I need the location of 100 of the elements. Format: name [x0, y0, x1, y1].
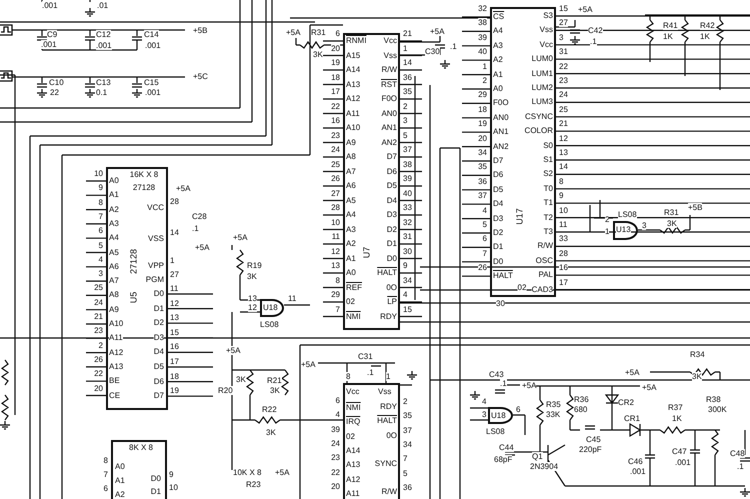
pin-number: 21 — [94, 312, 103, 321]
pin-label: A10 — [109, 319, 124, 328]
pin-number: 12 — [331, 246, 340, 256]
component-label: +5B — [688, 203, 702, 212]
chip-label: 02 — [518, 283, 526, 292]
pin-number: 5 — [482, 220, 487, 229]
pin-number: 39 — [331, 424, 340, 434]
pin-label: D1 — [154, 304, 164, 313]
pin-number: 8 — [104, 456, 108, 465]
chip-label: U7 — [362, 246, 372, 258]
component-label: R41 — [663, 21, 678, 30]
pin-label: A7 — [346, 166, 356, 176]
pin-number: 25 — [559, 104, 568, 114]
pin-number: 40 — [403, 188, 412, 198]
pin-number: 18 — [170, 372, 179, 381]
component-label: .001 — [96, 41, 112, 50]
pin-label: D5 — [386, 181, 397, 190]
pin-number: 34 — [403, 440, 412, 449]
pin-label: A13 — [346, 460, 360, 470]
pin-label: A11 — [346, 108, 360, 118]
component-label: 3K — [266, 428, 276, 437]
pin-label: 0O — [386, 282, 397, 292]
pin-label: D5 — [493, 184, 504, 194]
pin-number: 3 — [642, 221, 646, 230]
component-label: C9 — [47, 30, 58, 39]
pin-number: 31 — [559, 47, 568, 56]
pin-label: A12 — [346, 94, 360, 103]
pin-number: 8 — [336, 276, 340, 284]
pin-label: BE — [109, 376, 120, 386]
component-label: 3K — [270, 386, 280, 395]
pin-label: RST — [381, 80, 397, 88]
pin-label: Vss — [540, 25, 553, 34]
component-label: R35 — [546, 400, 561, 409]
pin-number: 12 — [170, 298, 179, 308]
pin-number: 38 — [478, 18, 487, 28]
pin-number: 19 — [478, 119, 487, 128]
component-label: +5A — [286, 28, 300, 37]
pin-label: COLOR — [524, 126, 553, 136]
pin-label: T1 — [544, 198, 553, 208]
pin-label: A9 — [346, 138, 356, 146]
component-label: CR1 — [624, 414, 640, 423]
pin-label: A2 — [493, 55, 503, 64]
pin-number: 8 — [346, 372, 350, 381]
pin-number: 7 — [403, 454, 408, 464]
pin-number: 13 — [331, 261, 340, 270]
pin-number: 21 — [403, 29, 412, 38]
component-label: R37 — [668, 403, 683, 412]
pin-number: 8 — [559, 176, 564, 186]
pin-number: 5 — [98, 240, 103, 250]
pin-label: A2 — [115, 490, 125, 499]
component-label: .01 — [97, 1, 108, 10]
pin-label: VPP — [148, 261, 164, 270]
pin-number: 14 — [559, 162, 568, 172]
component-label: C43 — [489, 370, 504, 379]
pin-number: 20 — [478, 134, 487, 143]
pin-label: D0 — [154, 289, 164, 298]
pin-label: A12 — [109, 348, 124, 357]
pin-label: A6 — [346, 181, 356, 190]
pin-label: D1 — [386, 239, 397, 248]
pin-number: 5 — [403, 468, 408, 478]
component-label: CR2 — [618, 398, 634, 407]
pin-number: 9 — [98, 183, 103, 192]
pin-number: 11 — [170, 284, 178, 293]
pin-number: 14 — [170, 228, 179, 237]
pin-number: 11 — [332, 232, 340, 241]
pin-label: PAL — [538, 270, 553, 280]
pin-number: 3 — [559, 32, 564, 42]
component-label: C44 — [499, 443, 514, 452]
pin-number: 3 — [403, 116, 408, 125]
pin-number: 7 — [104, 470, 108, 479]
pin-number: 24 — [331, 145, 340, 154]
gate-type-label: LS08 — [618, 210, 637, 219]
component-label: C48 — [730, 449, 745, 458]
pin-number: 14 — [403, 58, 412, 67]
pin-label: LUM0 — [532, 54, 553, 64]
pin-label: D4 — [386, 196, 397, 204]
pin-label: S1 — [543, 155, 553, 164]
pin-number: 2 — [482, 76, 487, 85]
component-label: +5A — [625, 368, 640, 377]
pin-number: 12 — [559, 134, 568, 143]
pin-number: 37 — [403, 426, 412, 435]
pin-number: 6 — [482, 234, 487, 244]
component-label: .1 — [367, 368, 374, 377]
component-label: 220pF — [579, 445, 602, 454]
pin-label: D3 — [493, 214, 504, 223]
pin-number: 11 — [559, 220, 568, 229]
pin-number: 4 — [482, 397, 486, 406]
component-label: .001 — [42, 1, 58, 10]
pin-label: A7 — [109, 276, 119, 286]
pin-label: A0 — [109, 176, 119, 185]
pin-number: 33 — [403, 203, 412, 212]
pin-label: CS — [493, 12, 504, 21]
component-label: 22 — [50, 88, 59, 97]
pin-label: R/W — [381, 65, 397, 74]
pin-number: 24 — [331, 438, 340, 448]
pin-number: 8 — [98, 198, 103, 207]
pin-number: 1 — [386, 372, 390, 381]
pin-number: 11 — [288, 294, 296, 303]
component-label: R19 — [247, 261, 262, 270]
pin-label: F0O — [493, 98, 509, 108]
